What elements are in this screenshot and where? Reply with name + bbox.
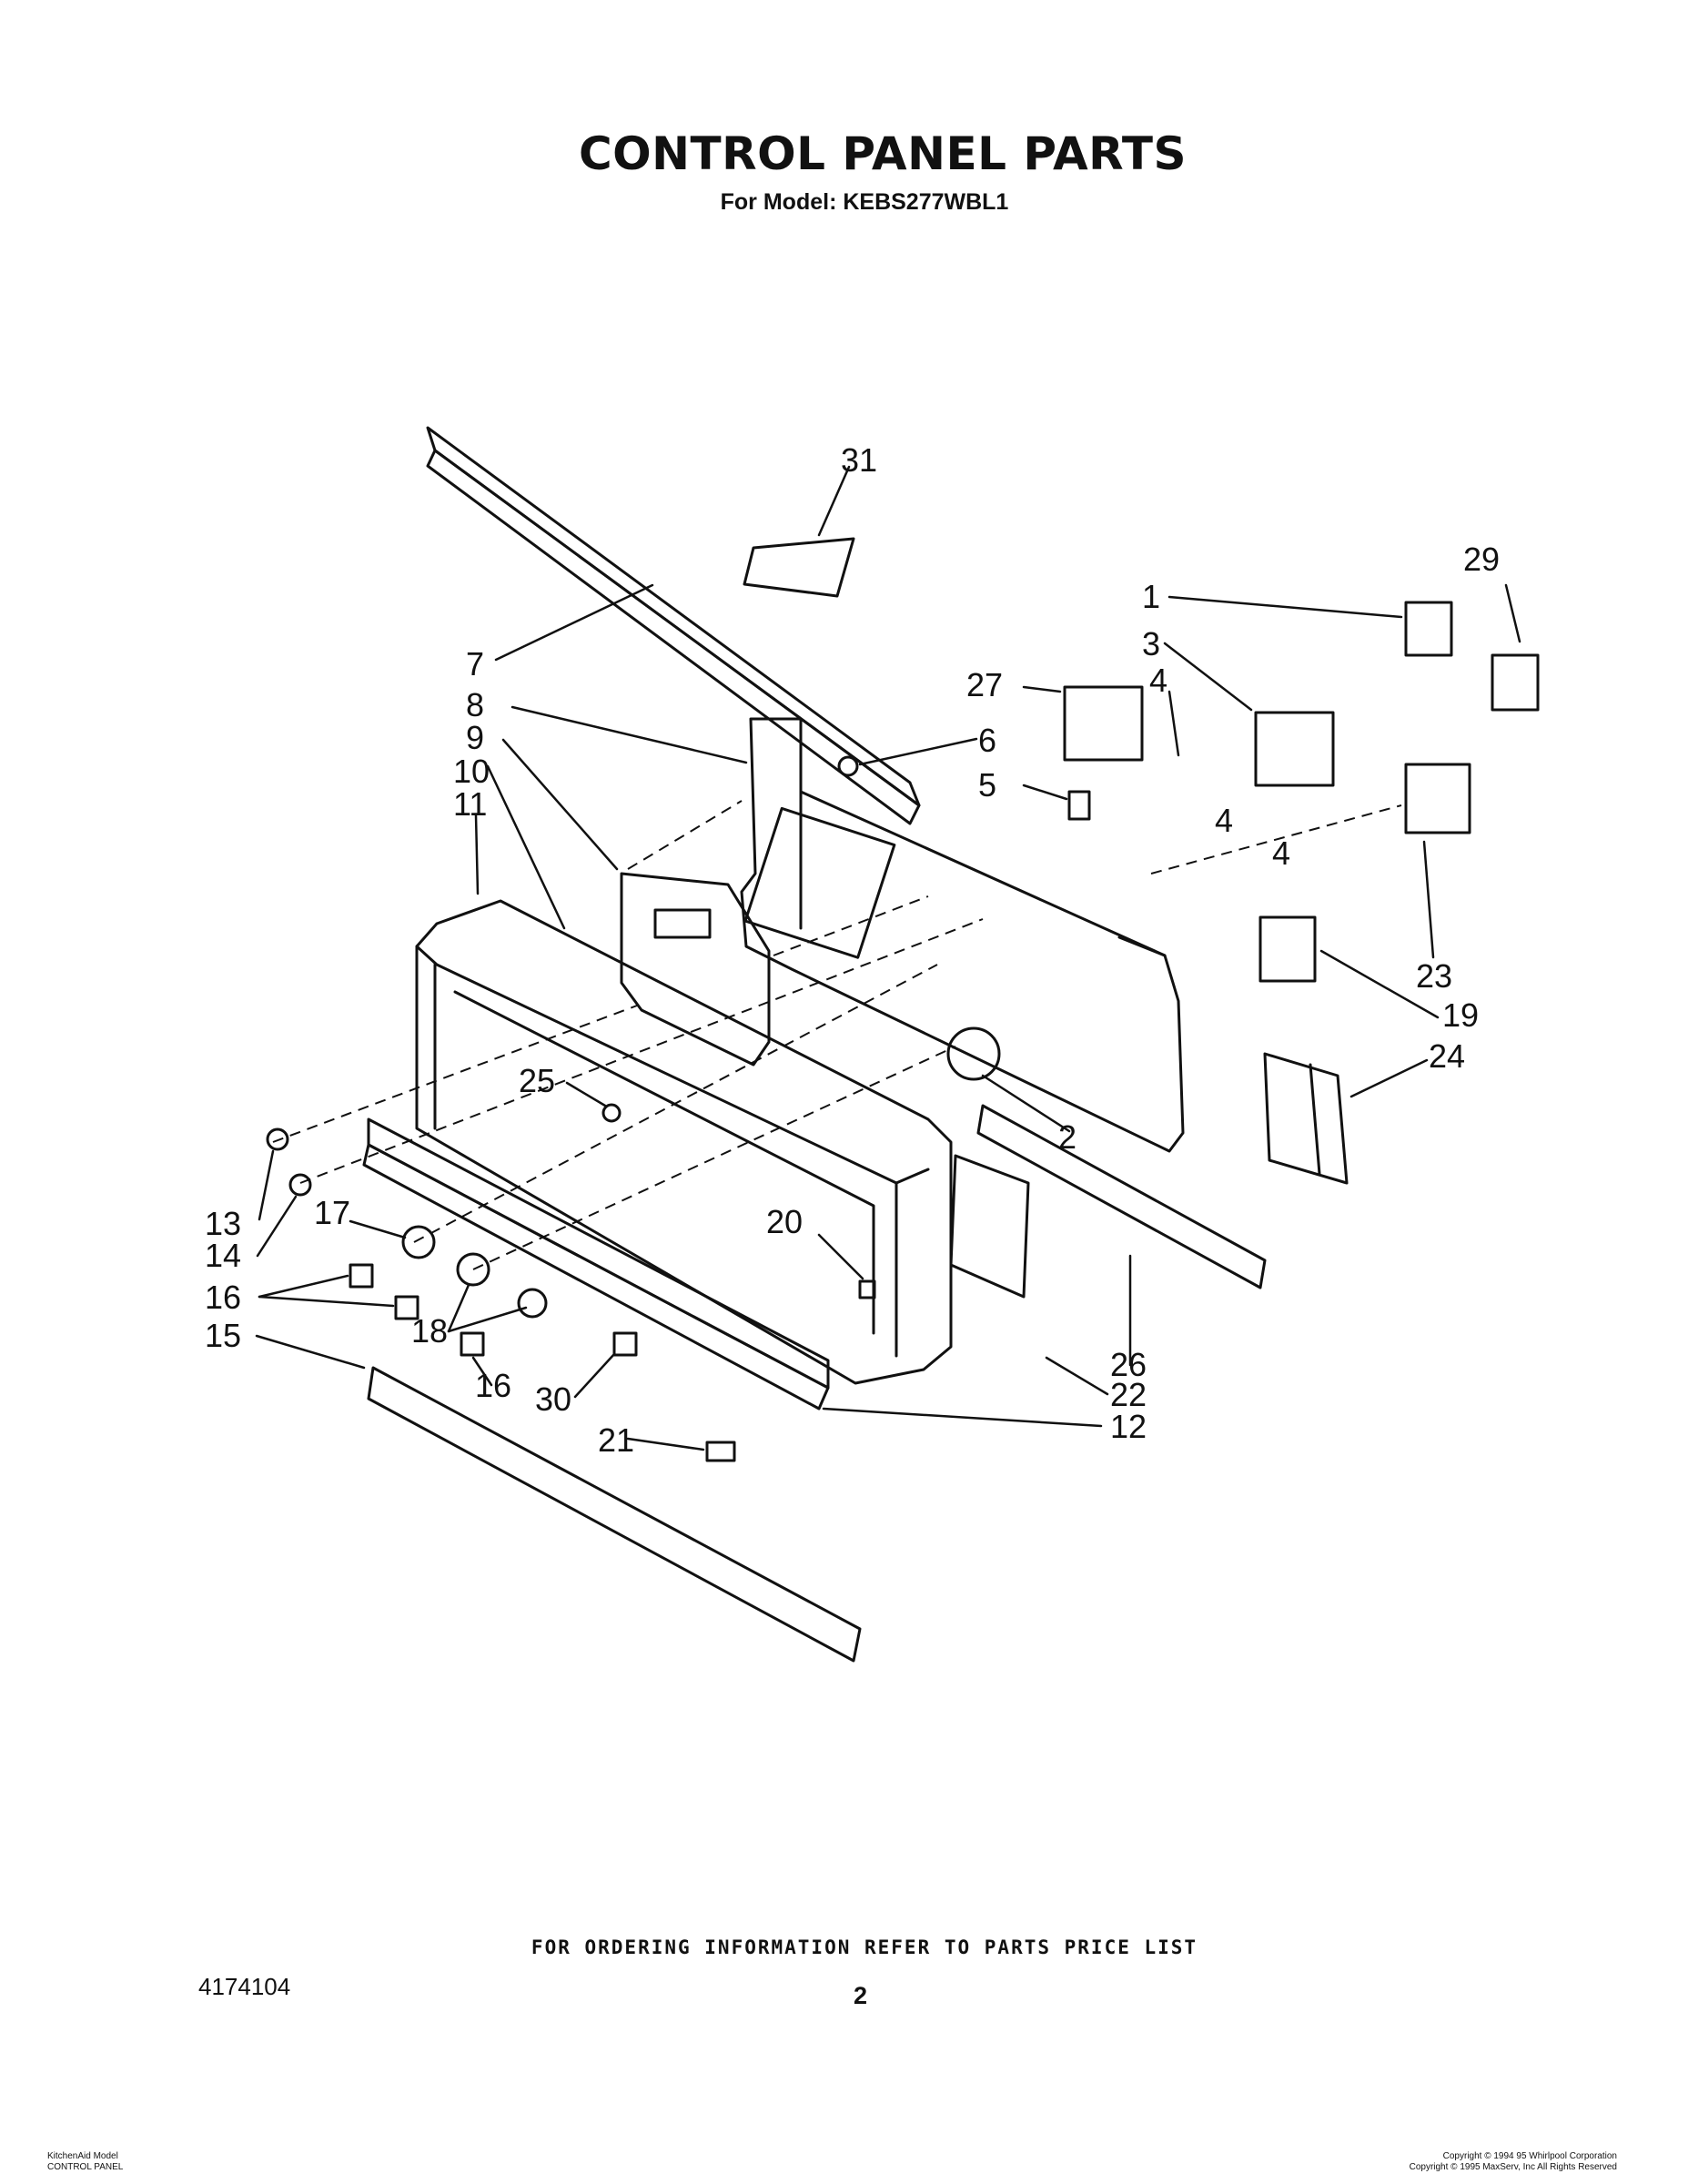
callout-label: 9 xyxy=(466,719,484,756)
switch-1 xyxy=(1404,601,1453,657)
callout-label: 20 xyxy=(766,1203,803,1240)
switch-27 xyxy=(1063,685,1144,762)
button-16c xyxy=(460,1331,485,1357)
callout-label: 30 xyxy=(535,1380,571,1418)
callout-label: 11 xyxy=(453,785,487,823)
callout-label: 7 xyxy=(466,645,484,682)
page-number: 2 xyxy=(854,1982,868,2009)
knob-18b xyxy=(517,1288,548,1319)
copyright-line-2: Copyright © 1995 MaxServ, Inc All Rights… xyxy=(1409,2162,1617,2172)
callout-label: 1 xyxy=(1142,578,1160,615)
callout-label: 16 xyxy=(205,1279,241,1316)
back-mounting-plate xyxy=(740,717,1185,1153)
switch-29 xyxy=(1491,653,1540,712)
callout-label: 26 xyxy=(1110,1346,1147,1383)
nut-6 xyxy=(837,755,859,777)
callout-label: 13 xyxy=(205,1205,241,1242)
document-number: 4174104 xyxy=(198,1973,291,2000)
glass-panel xyxy=(949,1154,1030,1299)
callout-label: 5 xyxy=(978,766,996,804)
mounting-bracket-24 xyxy=(1263,1052,1349,1185)
clock-display-module xyxy=(620,872,771,1067)
callout-label: 12 xyxy=(1110,1408,1147,1445)
callout-label: 4 xyxy=(1215,802,1233,839)
part-25 xyxy=(601,1103,622,1123)
part-21 xyxy=(705,1441,736,1462)
button-30 xyxy=(612,1331,638,1357)
callout-label: 24 xyxy=(1429,1037,1465,1075)
copyright-line-1: Copyright © 1994 95 Whirlpool Corporatio… xyxy=(1442,2151,1617,2161)
callout-label: 18 xyxy=(411,1312,448,1350)
callout-label: 15 xyxy=(205,1317,241,1354)
callout-label: 2 xyxy=(1058,1118,1076,1156)
page-title: CONTROL PANEL PARTS xyxy=(578,127,1188,180)
component-23 xyxy=(1404,763,1471,834)
callout-label: 4 xyxy=(1149,662,1167,699)
callout-label: 3 xyxy=(1142,625,1160,662)
model-subtitle: For Model: KEBS277WBL1 xyxy=(720,189,1009,215)
callout-label: 14 xyxy=(205,1237,241,1274)
knob-13 xyxy=(266,1127,289,1151)
callout-label: 8 xyxy=(466,686,484,723)
callout-label: 10 xyxy=(453,753,490,790)
footer-section-line: CONTROL PANEL xyxy=(47,2162,124,2172)
switch-3 xyxy=(1254,711,1335,787)
callout-label: 27 xyxy=(966,666,1003,703)
button-16b xyxy=(394,1295,419,1320)
lower-trim-rail xyxy=(362,1117,830,1410)
button-16a xyxy=(349,1263,374,1289)
side-rail-26 xyxy=(976,1104,1267,1289)
callout-label: 4 xyxy=(1272,834,1290,872)
component-19 xyxy=(1258,915,1317,983)
footer-copyright: Copyright © 1994 95 Whirlpool Corporatio… xyxy=(1410,2151,1617,2173)
callout-label: 16 xyxy=(475,1367,511,1404)
ordering-information: FOR ORDERING INFORMATION REFER TO PARTS … xyxy=(531,1936,1198,1958)
knob-17 xyxy=(401,1225,436,1259)
bracket-31 xyxy=(743,537,855,598)
callout-label: 29 xyxy=(1463,541,1500,578)
top-trim-bar xyxy=(426,426,921,825)
bottom-trim-strip xyxy=(367,1366,862,1663)
timer-2 xyxy=(946,1026,1001,1081)
jack-5 xyxy=(1067,790,1091,821)
footer-model-line: KitchenAid Model xyxy=(47,2151,118,2161)
knob-18a xyxy=(456,1252,490,1287)
footer-left: KitchenAid Model CONTROL PANEL xyxy=(47,2151,123,2173)
callout-label: 19 xyxy=(1442,996,1479,1034)
callout-label: 17 xyxy=(314,1194,350,1231)
callout-label: 21 xyxy=(598,1421,634,1459)
knob-14 xyxy=(288,1173,312,1197)
callout-label: 31 xyxy=(841,441,877,479)
callout-label: 6 xyxy=(978,722,996,759)
callout-label: 22 xyxy=(1110,1376,1147,1413)
callout-label: 23 xyxy=(1416,957,1452,995)
part-20 xyxy=(858,1279,876,1299)
callout-label: 25 xyxy=(519,1062,555,1099)
